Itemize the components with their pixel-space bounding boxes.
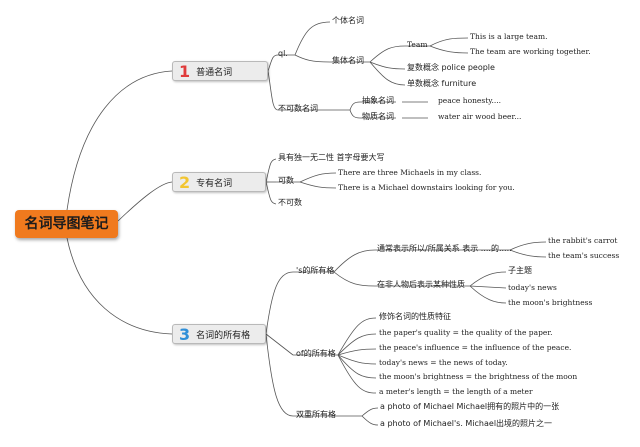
branch-possessive[interactable]: 3 名词的所有格 [172,324,266,344]
branch-number: 2 [179,172,191,192]
node-abstract-noun[interactable]: 抽象名词 [362,96,394,105]
node-of-5[interactable]: the moon's brightness = the brightness o… [379,372,578,381]
connector [369,61,406,86]
node-countable-example-1[interactable]: There are three Michaels in my class. [338,168,482,177]
connector [469,285,507,304]
connector [361,415,379,426]
node-collective-noun[interactable]: 集体名词 [332,56,364,65]
connector [509,249,547,258]
connector [369,45,406,63]
connector [337,354,377,394]
connector [299,181,337,189]
node-unique[interactable]: 具有独一无二性 首字母要大写 [278,153,385,162]
connector [117,181,173,222]
connector [469,271,507,287]
connector [299,172,337,183]
node-s-usual[interactable]: 通常表示所以/所属关系 表示 ....的..... [377,244,512,253]
connector [337,354,377,365]
connector [267,70,279,111]
node-countable-example-2[interactable]: There is a Michael downstairs looking fo… [338,183,515,192]
connector [265,333,294,356]
branch-label: 普通名词 [196,67,233,78]
connector [369,61,406,70]
node-of-6[interactable]: a meter's length = the length of a meter [379,387,533,396]
connector [333,271,376,287]
branch-number: 3 [179,324,191,344]
branch-proper-nouns[interactable]: 2 专有名词 [172,172,266,192]
connector [265,158,277,183]
connector [66,70,173,211]
root-node[interactable]: 名词导图笔记 [15,210,118,238]
connector [265,271,294,335]
node-of-4[interactable]: today's news = the news of today. [379,358,508,367]
branch-label: 名词的所有格 [196,330,251,341]
node-of-1[interactable]: 修饰名词的性质特征 [379,312,451,321]
node-material-noun[interactable]: 物质名词 [362,112,394,121]
connector [429,45,469,54]
connector [429,37,469,47]
connector [265,333,294,417]
connector [337,333,377,356]
connector [294,54,331,63]
node-team[interactable]: Team [407,40,428,49]
connector [469,285,507,289]
connector [267,54,279,72]
node-of-2[interactable]: the paper's quality = the quality of the… [379,328,553,337]
node-individual-noun[interactable]: 个体名词 [332,16,364,25]
node-uncountable[interactable]: 不可数 [278,198,302,207]
connector [294,21,331,56]
node-countable[interactable]: 可数 [278,176,294,185]
branch-common-nouns[interactable]: 1 普通名词 [172,61,268,81]
node-double-possessive[interactable]: 双重所有格 [296,410,336,419]
node-subtopic[interactable]: 子主题 [508,266,532,275]
node-of-possessive[interactable]: of的所有格 [296,349,336,358]
node-s-usual-example-1[interactable]: the rabbit's carrot [548,236,618,245]
connector [361,407,379,417]
node-uncountable-noun[interactable]: 不可数名词 [278,104,318,113]
node-s-nonhuman-example-2[interactable]: the moon's brightness [508,298,593,307]
node-ql[interactable]: ql. [278,49,288,58]
connector [337,348,377,356]
node-s-nonhuman-example-1[interactable]: today's news [508,283,557,292]
connector [337,317,377,356]
branch-label: 专有名词 [196,178,233,189]
node-singular-concept[interactable]: 单数概念 furniture [407,79,477,88]
connector [333,249,376,273]
node-double-1[interactable]: a photo of Michael Michael拥有的照片中的一张 [380,402,560,411]
node-team-example-1[interactable]: This is a large team. [470,32,548,41]
node-team-example-2[interactable]: The team are working together. [470,47,591,56]
node-s-possessive[interactable]: 's的所有格 [296,266,335,275]
node-of-3[interactable]: the peace's influence = the influence of… [379,343,572,352]
connector [349,101,361,111]
connector [265,181,277,205]
node-plural-concept[interactable]: 复数概念 police people [407,63,495,72]
branch-number: 1 [179,61,191,81]
node-abstract-example[interactable]: peace honesty.... [438,96,501,105]
node-double-2[interactable]: a photo of Michael's. Michael出境的照片之一 [380,419,553,428]
connector [349,109,361,119]
node-s-nonhuman[interactable]: 在非人物后表示某种性质 [377,280,465,289]
connector [66,237,173,335]
node-material-example[interactable]: water air wood beer... [438,112,522,121]
connector [509,241,547,251]
connector [337,354,377,379]
node-s-usual-example-2[interactable]: the team's success [548,251,620,260]
